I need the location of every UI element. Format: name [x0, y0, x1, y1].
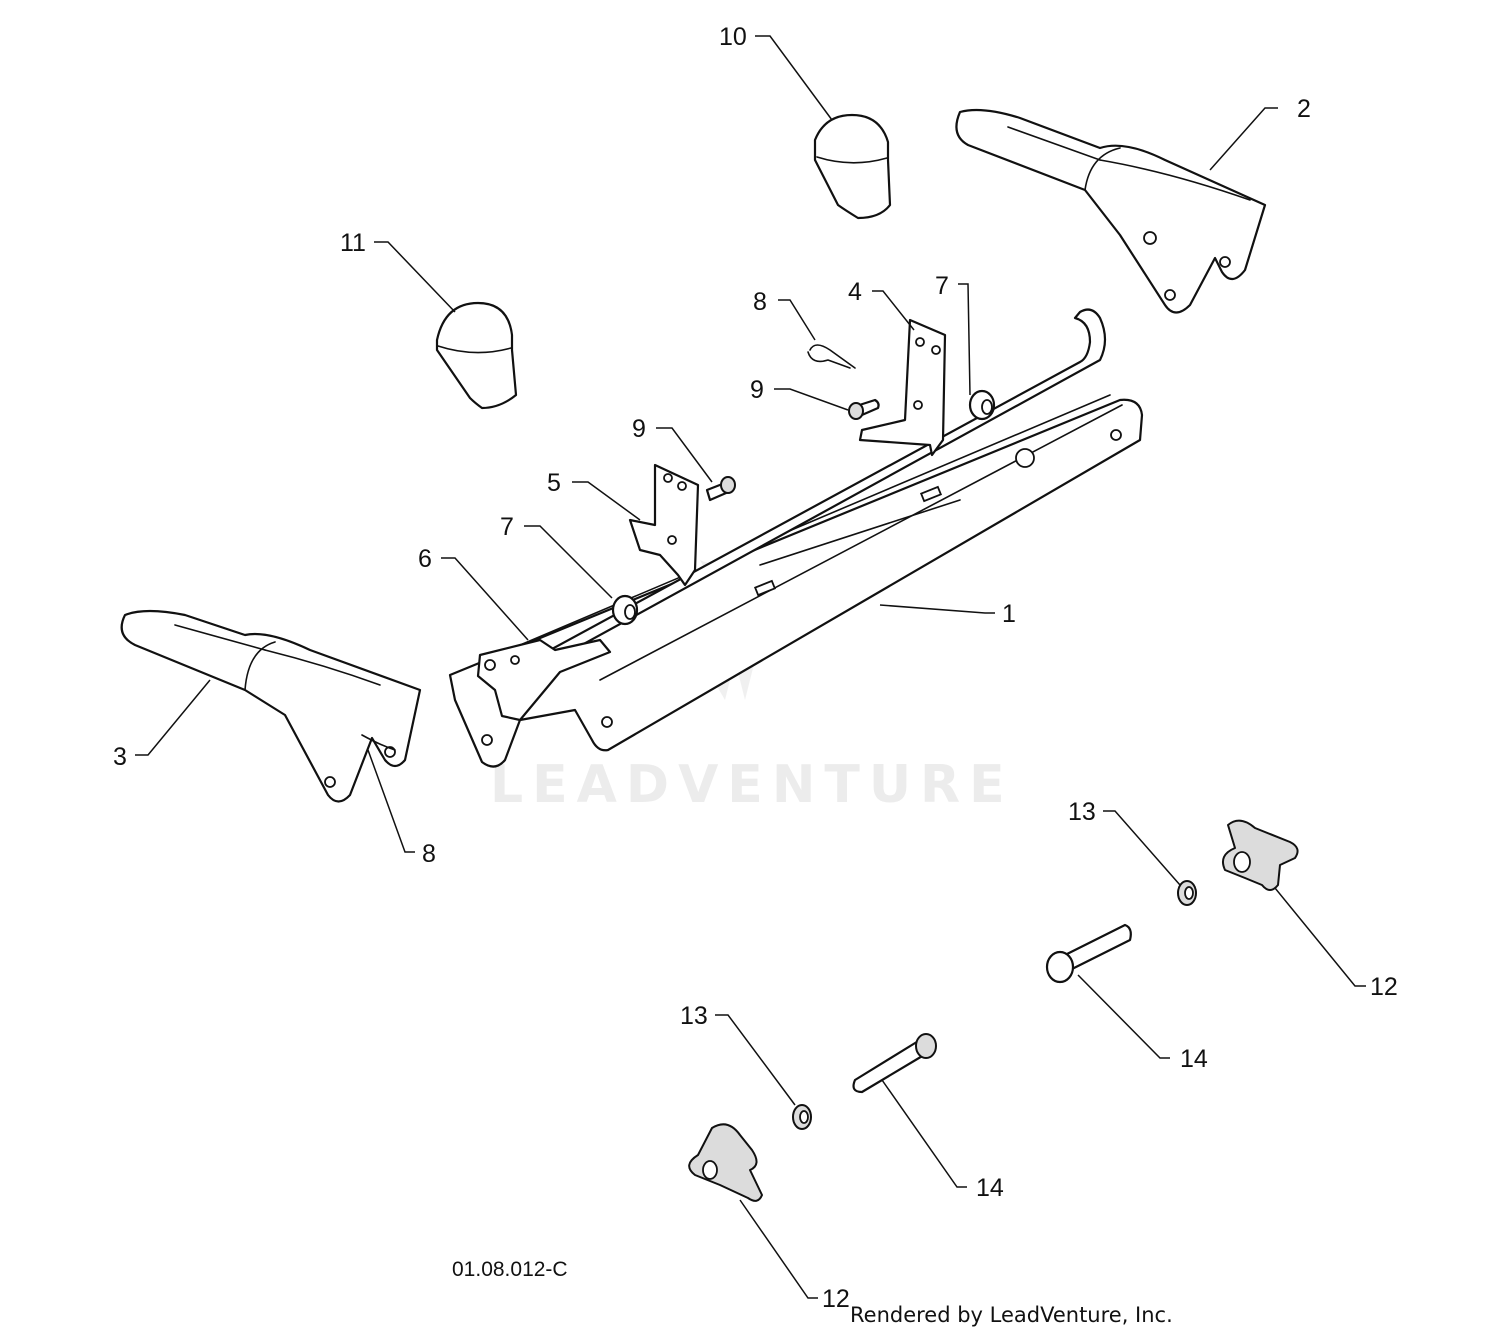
knob-10: [813, 113, 892, 220]
callout-12-lower: 12: [822, 1285, 850, 1313]
callout-8-upper: 8: [753, 288, 767, 316]
callout-5: 5: [547, 469, 561, 497]
callout-9-lower: 9: [632, 415, 646, 443]
callout-12-upper: 12: [1370, 973, 1398, 1001]
drawing-code: 01.08.012-C: [452, 1258, 568, 1281]
callout-labels: 1 2 3 4 5 6 7 7 8 8 9 9 10 11 12 12 13 1…: [113, 23, 1398, 1313]
callout-11: 11: [340, 229, 366, 257]
callout-13-lower: 13: [680, 1002, 708, 1030]
callout-8-lower: 8: [422, 840, 436, 868]
knob-nut-12-lower: [688, 1123, 763, 1202]
callout-2: 2: [1297, 95, 1311, 123]
lever-3: [120, 609, 422, 803]
callout-3: 3: [113, 743, 127, 771]
clip-8-upper: [807, 344, 856, 369]
washer-13-lower: [792, 1104, 812, 1130]
callout-4: 4: [848, 278, 862, 306]
control-bracket-1: [448, 394, 1144, 768]
callout-14-upper: 14: [1180, 1045, 1208, 1073]
callout-1: 1: [1002, 600, 1016, 628]
callout-7-right: 7: [935, 272, 949, 300]
washer-13-upper: [1177, 880, 1197, 906]
bolt-9-upper: [848, 398, 880, 420]
callout-7-left: 7: [500, 513, 514, 541]
leader-lines: [135, 35, 1366, 1299]
render-credit: Rendered by LeadVenture, Inc.: [850, 1303, 1173, 1327]
spacer-7-right: [968, 389, 996, 421]
callout-6: 6: [418, 545, 432, 573]
watermark-text: LEADVENTURE: [490, 755, 1014, 815]
carriage-bolt-14-upper: [1045, 923, 1132, 984]
callout-14-lower: 14: [976, 1174, 1004, 1202]
bracket-5: [628, 463, 700, 587]
callout-9-upper: 9: [750, 376, 764, 404]
spacer-7-left: [611, 594, 639, 626]
callout-13-upper: 13: [1068, 798, 1096, 826]
bracket-4: [858, 318, 947, 457]
callout-10: 10: [719, 23, 747, 51]
knob-11: [435, 301, 518, 410]
bolt-9-lower: [705, 476, 736, 502]
knob-nut-12-upper: [1222, 819, 1299, 891]
detent-6: [476, 638, 612, 722]
lever-2: [955, 108, 1267, 314]
carriage-bolt-14-lower: [852, 1033, 937, 1094]
